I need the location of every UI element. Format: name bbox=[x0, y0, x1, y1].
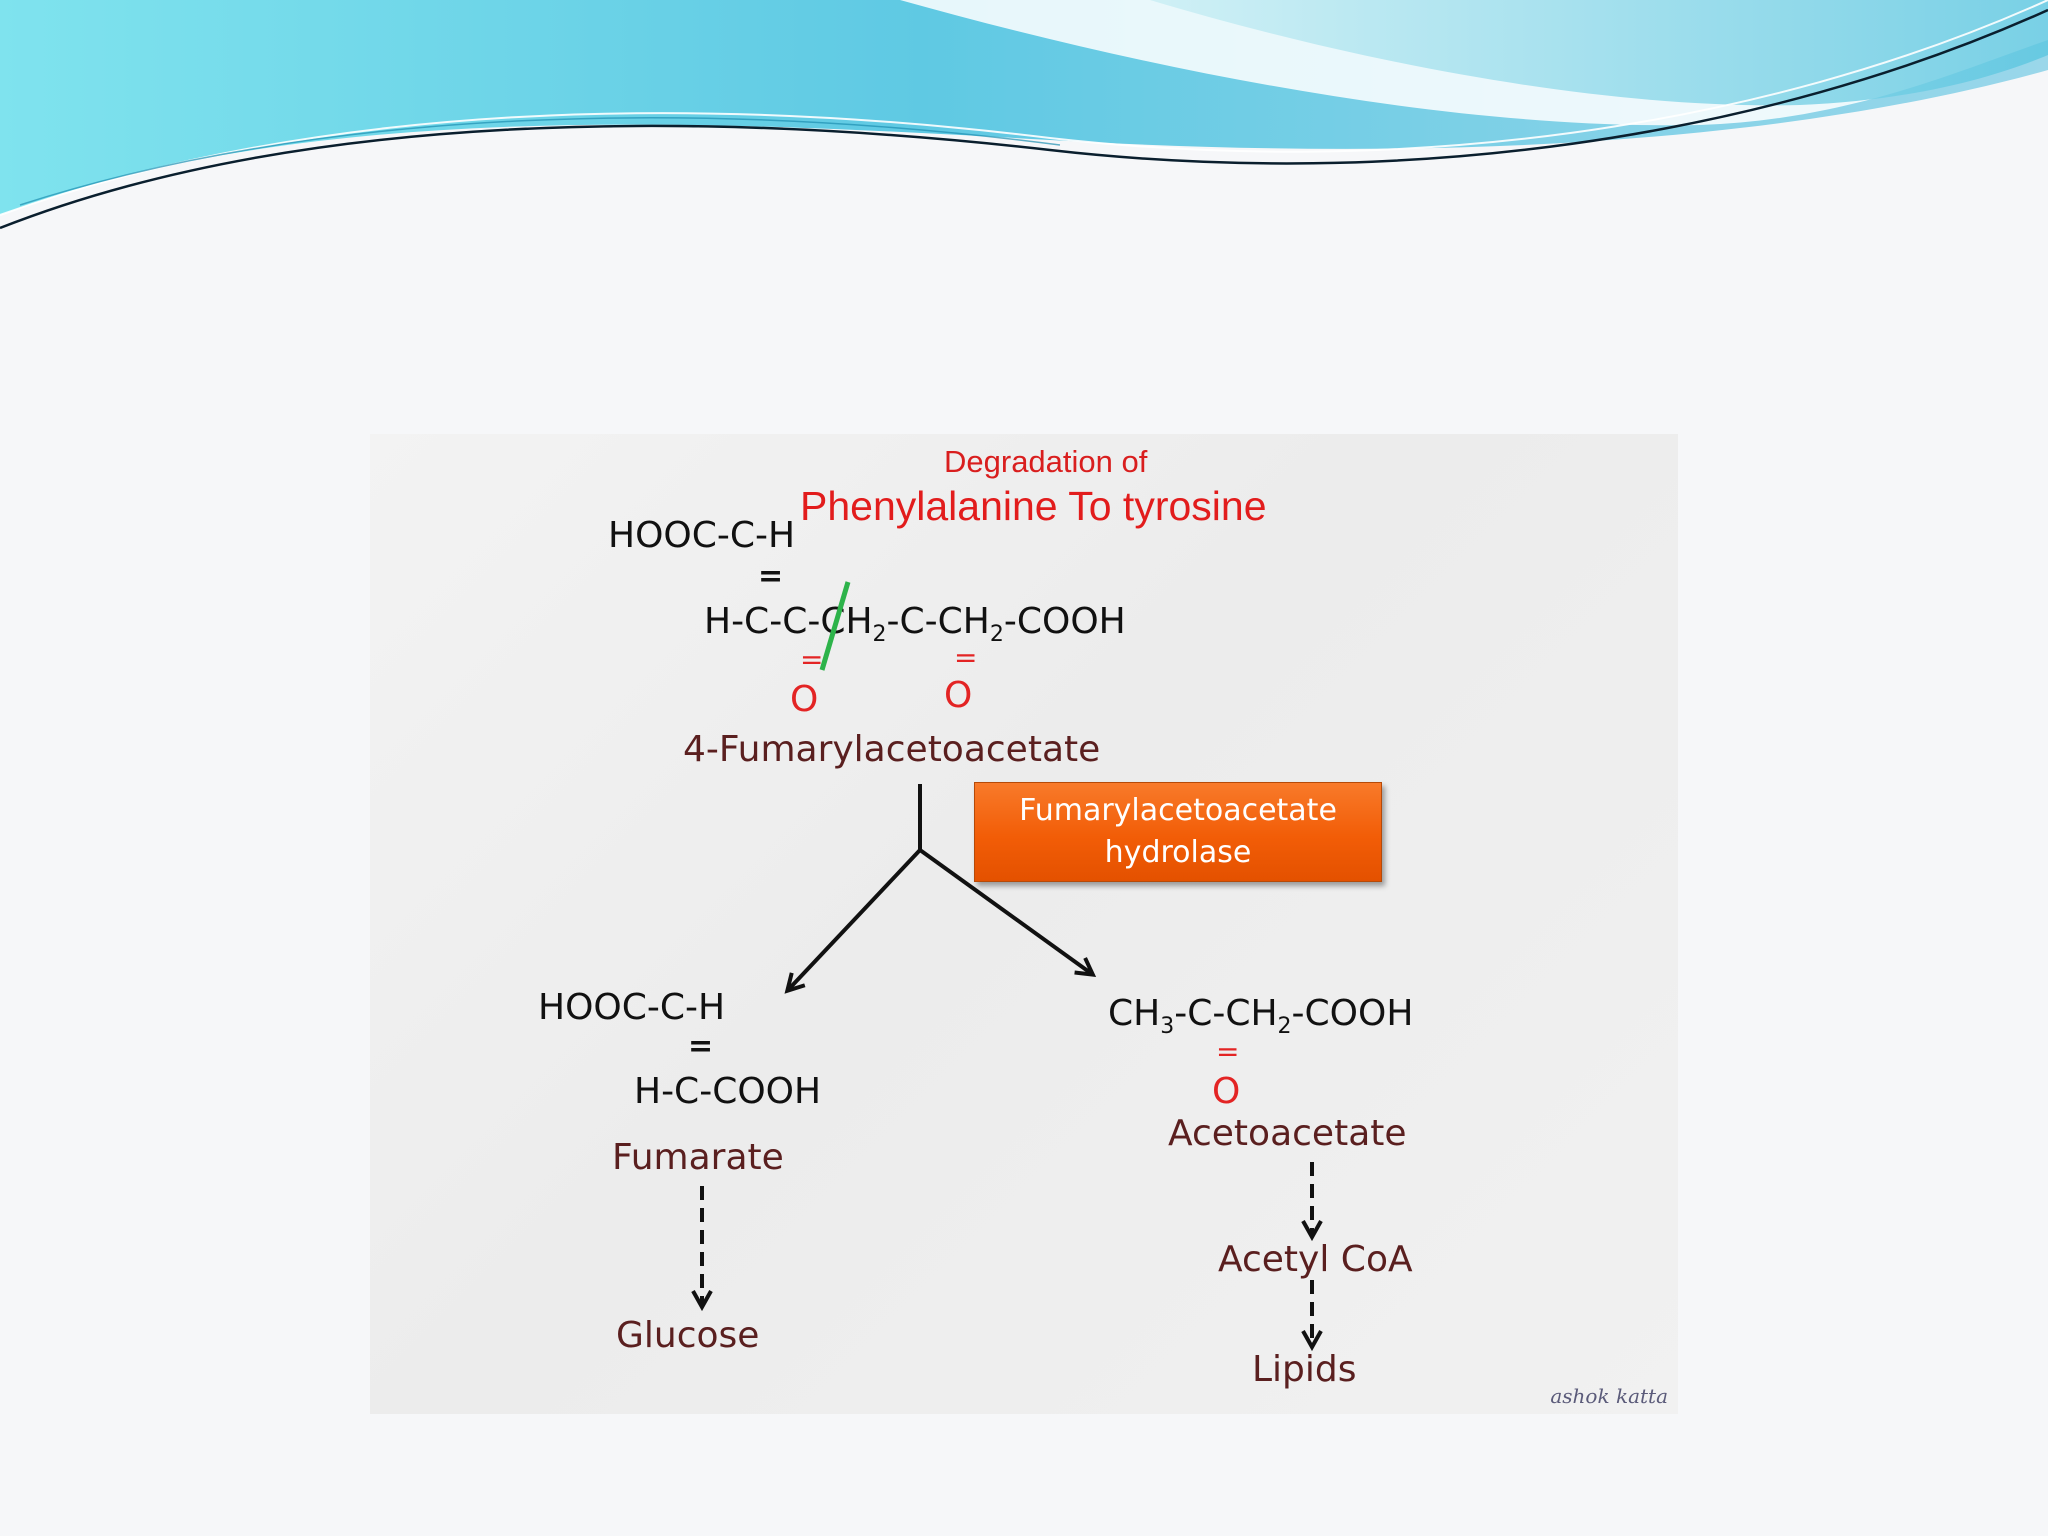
acetoacetate-name: Acetoacetate bbox=[1168, 1113, 1407, 1154]
keto-oxygen-right: O bbox=[944, 675, 973, 716]
substrate-top-formula: HOOC-C-H bbox=[608, 515, 796, 556]
cleavage-mark bbox=[819, 581, 851, 671]
pathway-diagram-panel: Degradation of Phenylalanine To tyrosine… bbox=[370, 434, 1678, 1414]
fumarate-double-bond: = bbox=[688, 1029, 714, 1064]
acetoacetate-keto-oxygen: O bbox=[1212, 1071, 1241, 1112]
lipids-label: Lipids bbox=[1252, 1349, 1357, 1390]
title-line-2: Phenylalanine To tyrosine bbox=[800, 483, 1267, 529]
substrate-double-bond: = bbox=[758, 559, 784, 594]
enzyme-line-1: Fumarylacetoacetate bbox=[1019, 793, 1337, 828]
acetyl-coa-label: Acetyl CoA bbox=[1218, 1239, 1413, 1280]
fumarate-top-formula: HOOC-C-H bbox=[538, 987, 726, 1028]
fumarate-name: Fumarate bbox=[612, 1137, 784, 1178]
header-wave-decoration bbox=[0, 0, 2048, 230]
enzyme-line-2: hydrolase bbox=[1104, 835, 1252, 870]
enzyme-label-box: Fumarylacetoacetate hydrolase bbox=[974, 782, 1382, 882]
keto-bond-right: = bbox=[954, 641, 978, 674]
arrow-to-fumarate bbox=[784, 848, 922, 994]
keto-oxygen-left: O bbox=[790, 679, 819, 720]
glucose-label: Glucose bbox=[616, 1315, 760, 1356]
reaction-arrows bbox=[691, 581, 1323, 1352]
author-watermark: ashok katta bbox=[1550, 1384, 1668, 1408]
fumarate-bottom-formula: H-C-COOH bbox=[634, 1071, 822, 1112]
acetoacetate-formula: CH3-C-CH2-COOH bbox=[1108, 993, 1414, 1039]
substrate-main-formula: H-C-C-CH2-C-CH2-COOH bbox=[704, 601, 1126, 647]
title-line-1: Degradation of bbox=[944, 444, 1148, 479]
acetoacetate-keto-bond: = bbox=[1216, 1035, 1240, 1068]
arrow-to-acetoacetate bbox=[918, 848, 1097, 977]
keto-bond-left: = bbox=[800, 643, 824, 676]
substrate-name: 4-Fumarylacetoacetate bbox=[683, 729, 1101, 770]
